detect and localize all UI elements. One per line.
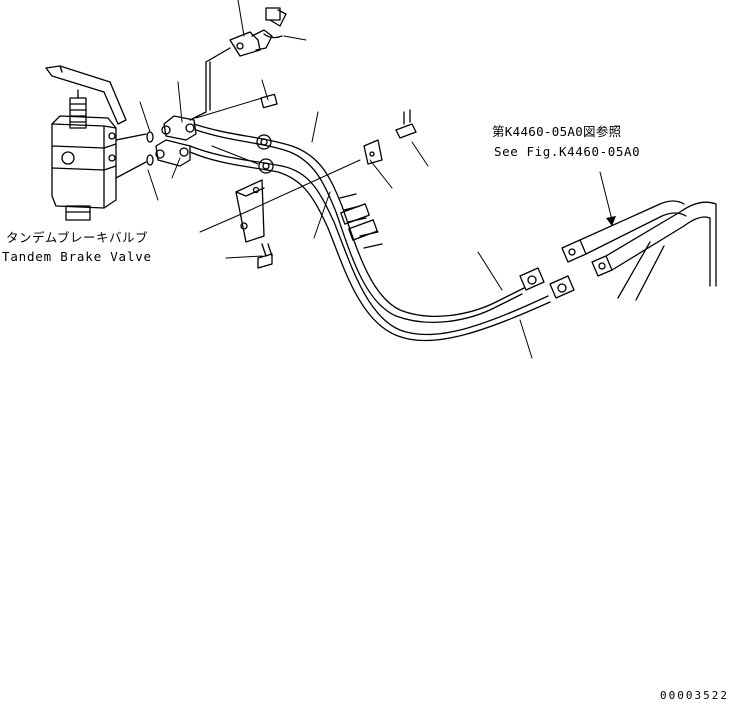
- leader-lines: [139, 0, 613, 359]
- bolt-lower: [257, 243, 273, 269]
- elbow-fitting-upper: [161, 115, 197, 141]
- clip: [363, 139, 383, 165]
- bracket: [235, 179, 265, 243]
- arrow-head: [606, 216, 616, 226]
- tandem-brake-valve: [45, 65, 127, 221]
- elbow-fitting-lower: [155, 139, 191, 167]
- plug-fitting: [260, 93, 278, 109]
- top-connector: [229, 7, 287, 57]
- hose-crimps: [339, 193, 383, 249]
- o-ring-upper: [146, 131, 154, 143]
- valve-label-jp: タンデムブレーキバルブ: [6, 230, 149, 245]
- hose-end-right-1: [519, 267, 545, 291]
- reference-label-jp: 第K4460-05A0図参照: [492, 124, 622, 139]
- reference-label-en: See Fig.K4460-05A0: [494, 144, 641, 159]
- valve-label-en: Tandem Brake Valve: [2, 249, 152, 264]
- o-ring-lower: [146, 154, 154, 166]
- drawing-code: 00003522: [660, 689, 729, 702]
- brake-hose-2: [189, 145, 551, 342]
- hose-end-right-2: [549, 275, 575, 299]
- bolt-upper: [395, 109, 417, 139]
- tube-assembly-right: [561, 200, 717, 301]
